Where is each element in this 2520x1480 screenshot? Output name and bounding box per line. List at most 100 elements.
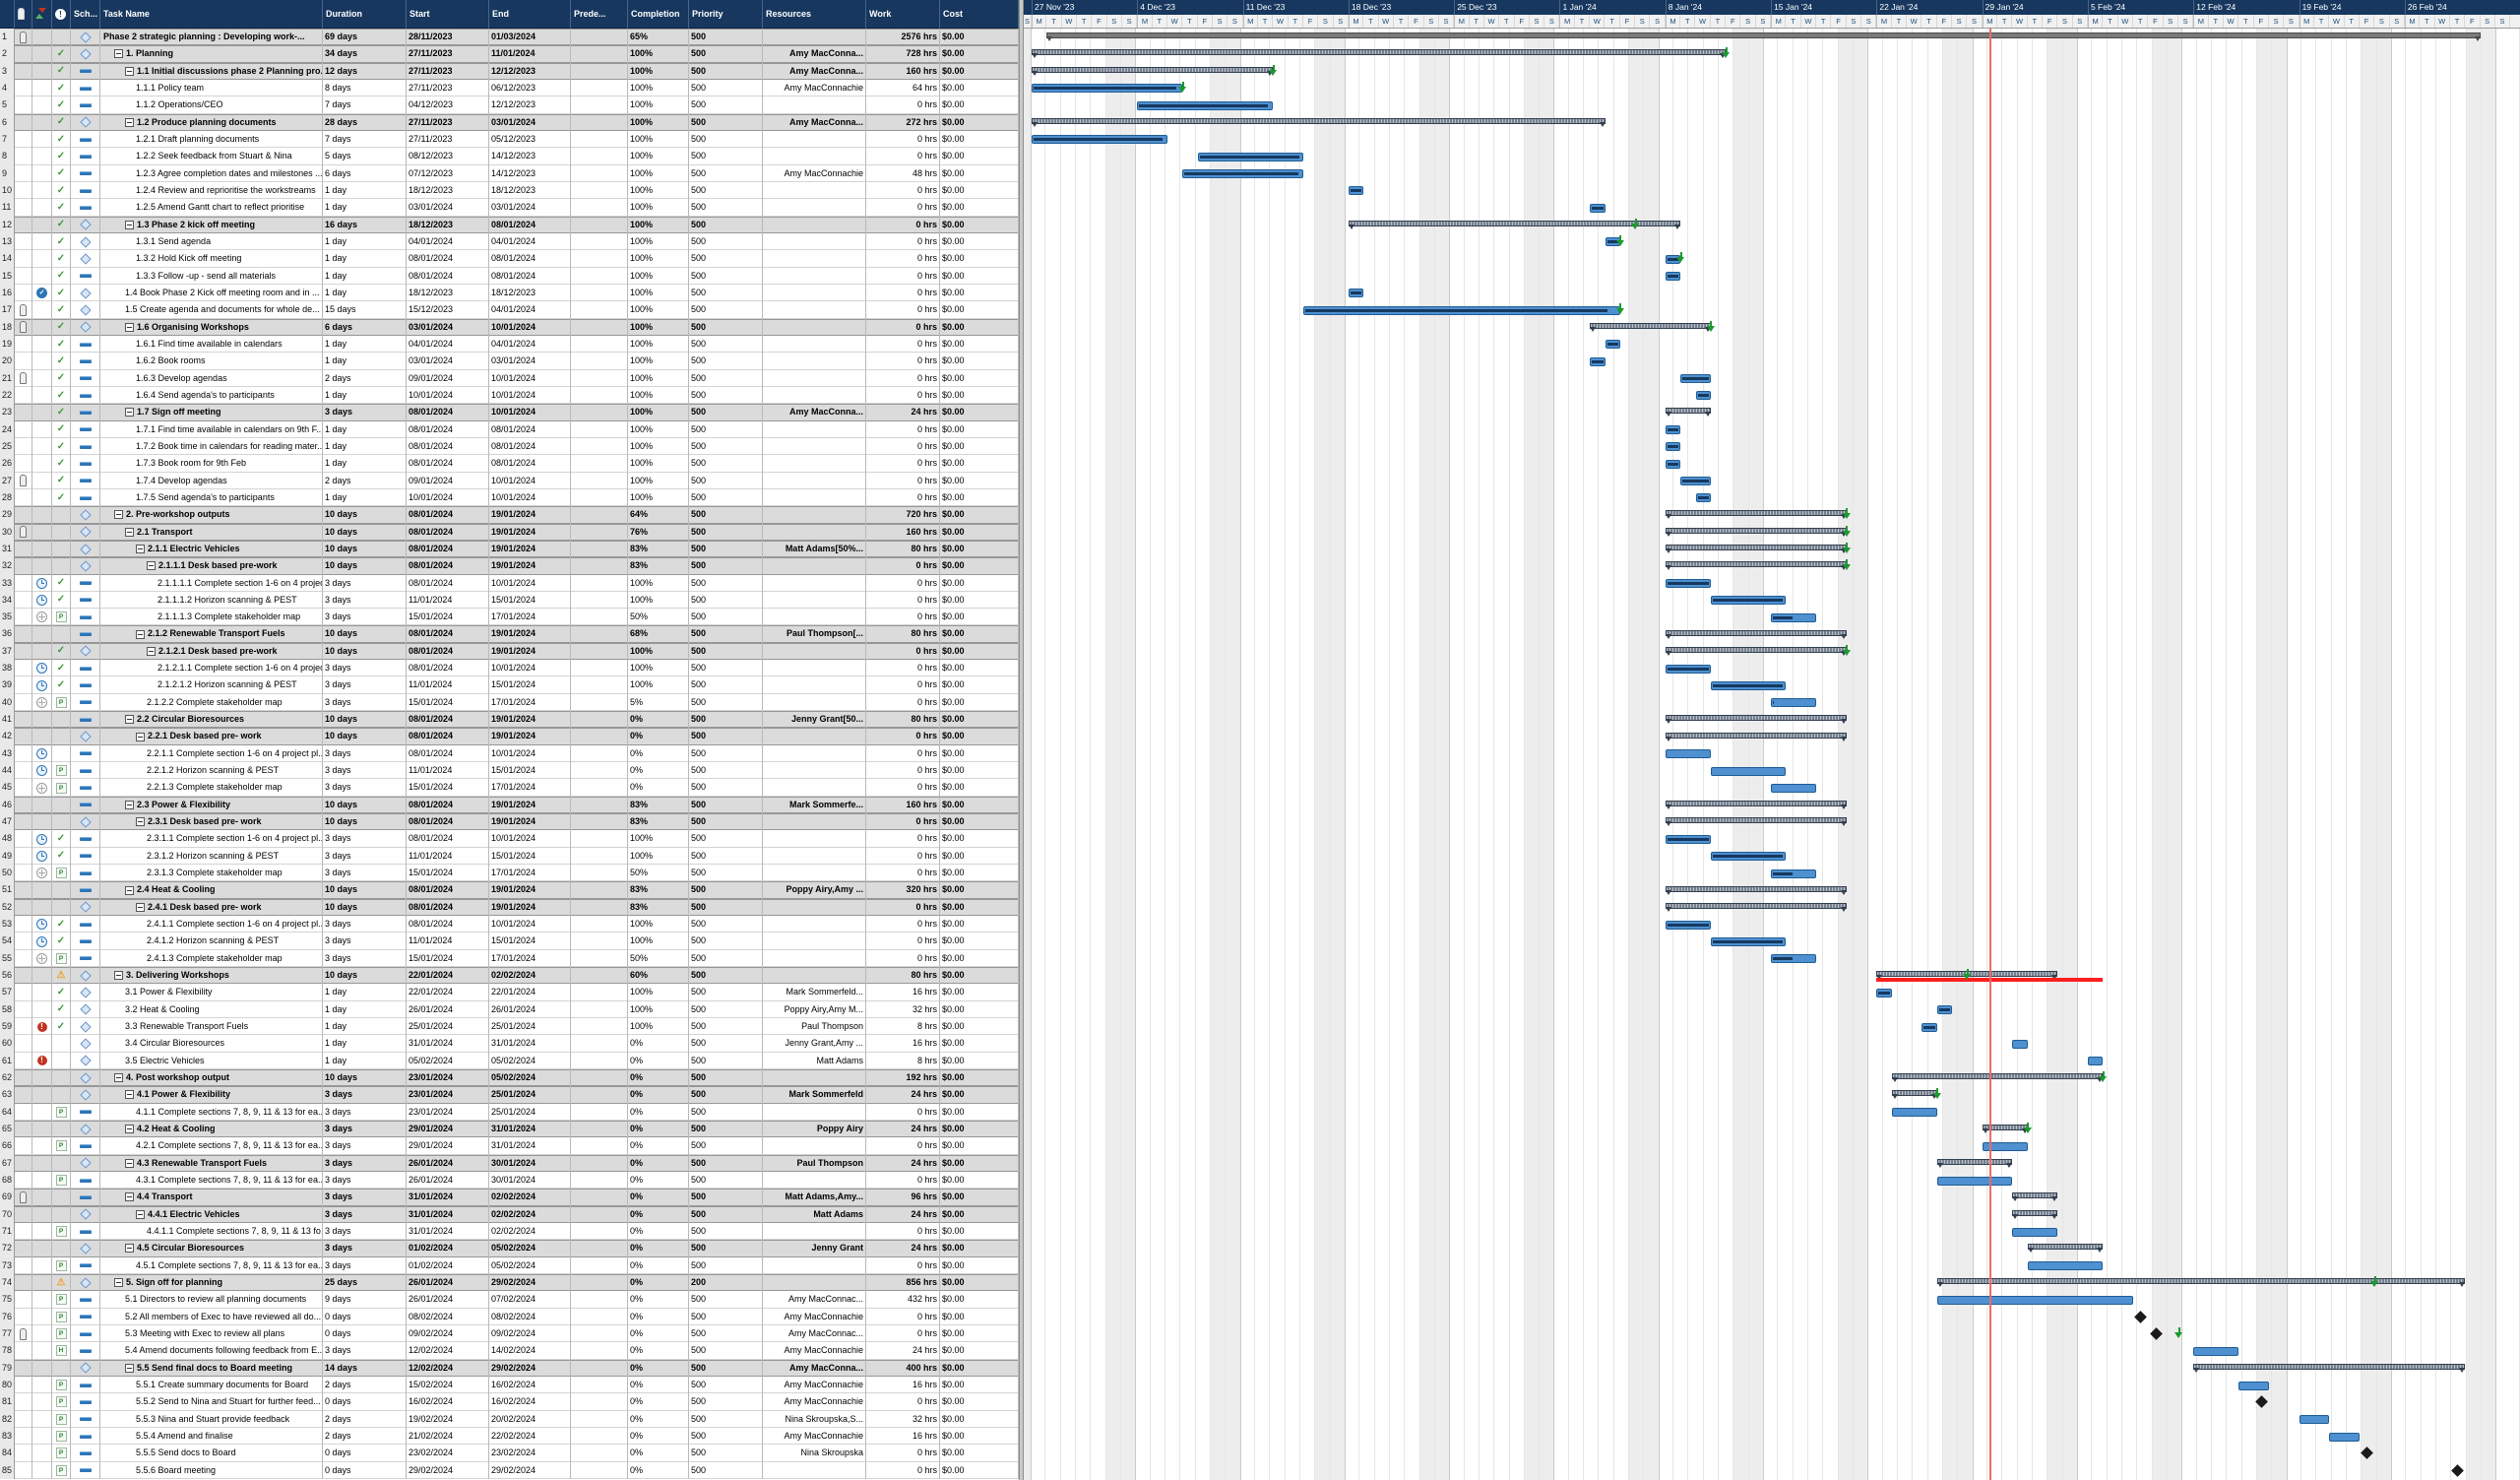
- task-name-cell[interactable]: 1.2.1 Draft planning documents: [100, 130, 323, 149]
- collapse-box-icon[interactable]: [147, 561, 156, 571]
- gantt-task-bar[interactable]: [2299, 1415, 2330, 1425]
- gantt-summary-bar[interactable]: [1348, 220, 1681, 229]
- gantt-task-bar[interactable]: [1695, 493, 1711, 503]
- task-name-cell[interactable]: 2.2.1.2 Horizon scanning & PEST: [100, 762, 323, 780]
- task-name-cell[interactable]: 1.6.4 Send agenda's to participants: [100, 386, 323, 405]
- gantt-task-bar[interactable]: [2012, 1039, 2028, 1049]
- gantt-task-bar[interactable]: [1665, 579, 1711, 589]
- gantt-task-bar[interactable]: [1348, 289, 1364, 298]
- task-name-cell[interactable]: 4.4 Transport: [100, 1189, 323, 1206]
- task-name-cell[interactable]: 1. Planning: [100, 45, 323, 63]
- gantt-task-bar[interactable]: [1710, 852, 1787, 862]
- task-name-cell[interactable]: 1.7.2 Book time in calendars for reading…: [100, 437, 323, 456]
- task-name-cell[interactable]: 2.1.1.1.1 Complete section 1-6 on 4 proj…: [100, 574, 323, 592]
- task-row[interactable]: 38✓2.1.2.1.1 Complete section 1-6 on 4 p…: [0, 660, 1019, 677]
- task-name-cell[interactable]: 2.1.2.1.1 Complete section 1-6 on 4 proj…: [100, 660, 323, 677]
- gantt-milestone-diamond[interactable]: [2149, 1327, 2163, 1340]
- task-name-cell[interactable]: 2.3.1.1 Complete section 1-6 on 4 projec…: [100, 830, 323, 848]
- table-chart-splitter[interactable]: [1019, 0, 1024, 1480]
- task-row[interactable]: 15✓1.3.3 Follow -up - send all materials…: [0, 267, 1019, 285]
- task-name-cell[interactable]: 4.4.1 Electric Vehicles: [100, 1205, 323, 1223]
- task-name-cell[interactable]: 2.4.1.1 Complete section 1-6 on 4 projec…: [100, 916, 323, 933]
- column-header-prede[interactable]: Prede...: [571, 0, 628, 29]
- task-name-cell[interactable]: 2.1.2 Renewable Transport Fuels: [100, 625, 323, 643]
- gantt-milestone-diamond[interactable]: [2361, 1447, 2374, 1460]
- task-name-cell[interactable]: 4.3 Renewable Transport Fuels: [100, 1154, 323, 1172]
- task-name-cell[interactable]: 4.3.1 Complete sections 7, 8, 9, 11 & 13…: [100, 1171, 323, 1190]
- gantt-summary-bar[interactable]: [1046, 32, 2482, 41]
- task-name-cell[interactable]: 1.1 Initial discussions phase 2 Planning…: [100, 62, 323, 80]
- gantt-summary-bar[interactable]: [2012, 1192, 2058, 1202]
- task-name-cell[interactable]: 4.1 Power & Flexibility: [100, 1086, 323, 1104]
- task-row[interactable]: 19✓1.6.1 Find time available in calendar…: [0, 335, 1019, 354]
- task-name-cell[interactable]: 2.1.1.1.2 Horizon scanning & PEST: [100, 591, 323, 610]
- gantt-task-bar[interactable]: [1348, 186, 1364, 196]
- task-name-cell[interactable]: 3. Delivering Workshops: [100, 967, 323, 985]
- gantt-task-bar[interactable]: [1665, 442, 1681, 452]
- task-name-cell[interactable]: 1.2.5 Amend Gantt chart to reflect prior…: [100, 199, 323, 217]
- task-name-cell[interactable]: 5.5 Send final docs to Board meeting: [100, 1359, 323, 1377]
- gantt-summary-bar[interactable]: [1891, 1090, 1937, 1100]
- task-name-cell[interactable]: 5.5.5 Send docs to Board: [100, 1445, 323, 1462]
- task-name-cell[interactable]: 2.4 Heat & Cooling: [100, 881, 323, 899]
- task-name-cell[interactable]: 1.1.1 Policy team: [100, 79, 323, 97]
- collapse-box-icon[interactable]: [136, 817, 145, 827]
- task-row[interactable]: 9✓1.2.3 Agree completion dates and miles…: [0, 164, 1019, 182]
- column-header-task-name[interactable]: Task Name: [100, 0, 323, 29]
- task-name-cell[interactable]: 2.1.2.1.2 Horizon scanning & PEST: [100, 676, 323, 694]
- collapse-box-icon[interactable]: [136, 544, 145, 553]
- gantt-task-bar[interactable]: [1982, 1141, 2028, 1151]
- task-name-cell[interactable]: 1.7.1 Find time available in calendars o…: [100, 420, 323, 438]
- gantt-task-bar[interactable]: [1665, 749, 1711, 759]
- task-name-cell[interactable]: 4. Post workshop output: [100, 1069, 323, 1087]
- task-name-cell[interactable]: 5.3 Meeting with Exec to review all plan…: [100, 1324, 323, 1343]
- task-row[interactable]: 3✓1.1 Initial discussions phase 2 Planni…: [0, 62, 1019, 80]
- task-name-cell[interactable]: 1.3.1 Send agenda: [100, 232, 323, 251]
- collapse-box-icon[interactable]: [136, 732, 145, 741]
- task-name-cell[interactable]: 5.5.4 Amend and finalise: [100, 1427, 323, 1446]
- collapse-box-icon[interactable]: [125, 1244, 134, 1254]
- gantt-milestone-diamond[interactable]: [2255, 1395, 2268, 1409]
- gantt-summary-bar[interactable]: [2012, 1209, 2058, 1219]
- gantt-task-bar[interactable]: [1680, 374, 1711, 384]
- task-name-cell[interactable]: 5.5.1 Create summary documents for Board: [100, 1376, 323, 1394]
- gantt-summary-bar[interactable]: [2027, 1244, 2104, 1254]
- task-name-cell[interactable]: 4.2.1 Complete sections 7, 8, 9, 11 & 13…: [100, 1137, 323, 1155]
- gantt-task-bar[interactable]: [1936, 1176, 2013, 1186]
- task-name-cell[interactable]: 2.3.1 Desk based pre- work: [100, 813, 323, 831]
- gantt-task-bar[interactable]: [1665, 835, 1711, 844]
- column-header-flags[interactable]: [32, 0, 52, 29]
- task-name-cell[interactable]: 5. Sign off for planning: [100, 1273, 323, 1292]
- task-name-cell[interactable]: 4.5.1 Complete sections 7, 8, 9, 11 & 13…: [100, 1256, 323, 1274]
- collapse-box-icon[interactable]: [125, 220, 134, 229]
- collapse-box-icon[interactable]: [136, 902, 145, 912]
- gantt-task-bar[interactable]: [1590, 356, 1606, 366]
- gantt-task-bar[interactable]: [1665, 272, 1681, 282]
- collapse-box-icon[interactable]: [125, 1363, 134, 1373]
- task-name-cell[interactable]: 1.2.4 Review and reprioritise the workst…: [100, 181, 323, 200]
